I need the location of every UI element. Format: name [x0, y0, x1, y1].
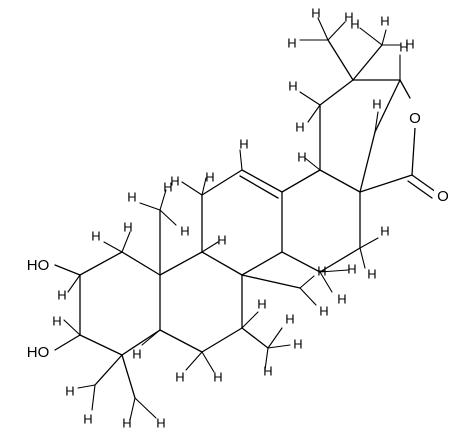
hydrogen-atom: H — [205, 169, 214, 184]
hydrogen-atom: H — [405, 36, 414, 51]
hydrogen-bond — [319, 269, 349, 273]
hydrogen-bond — [201, 241, 219, 253]
hydrogen-bond — [319, 271, 333, 293]
ring-oxygen: O — [406, 108, 424, 128]
hydrogen-atom: H — [295, 119, 304, 134]
hydrogen-bond — [121, 231, 131, 253]
hydrogen-bond — [159, 189, 167, 211]
hydrogen-bond — [299, 275, 315, 289]
hydrogen-bond — [359, 27, 383, 46]
hydrogen-atom: H — [337, 291, 346, 306]
hydrogen-atom: H — [123, 219, 132, 234]
hydrogen-atom: H — [156, 415, 165, 430]
hydrogen-bond — [63, 319, 81, 336]
hydrogen-atom: H — [288, 78, 297, 93]
hydrogen-bond — [159, 209, 177, 226]
hydrogen-atom: H — [287, 35, 296, 50]
hydrogen-bond — [304, 157, 321, 171]
hydrogen-bond — [67, 274, 81, 293]
ring-a-bonds — [79, 251, 161, 356]
hydrogen-atom: H — [311, 5, 320, 20]
hydrogen-bond — [239, 149, 243, 171]
hydrogen-bond — [307, 104, 321, 123]
ring-oxygen-label: O — [409, 110, 421, 127]
hydrogen-bond — [181, 181, 203, 196]
hydrogen-bond — [141, 329, 161, 346]
hydrogen-bond — [264, 347, 269, 371]
hydrogen-atom: H — [57, 287, 66, 302]
hydrogen-bond — [201, 351, 215, 373]
hydrogen-bond — [139, 202, 161, 211]
hydrogen-bonds — [63, 17, 401, 421]
hydrogen-bond — [381, 29, 387, 46]
hydrogen-atom: H — [170, 173, 179, 188]
hydrogen-atom: H — [132, 346, 141, 361]
hydrogen-bond — [185, 351, 203, 371]
hydroxyl-c2: HO — [22, 255, 54, 275]
hydrogen-atom: H — [347, 261, 356, 276]
hydrogen-atom: H — [399, 39, 408, 54]
hydrogen-bond — [299, 287, 317, 306]
hydrogen-bond — [299, 91, 321, 106]
methyl-bonds — [94, 209, 301, 399]
hydroxyl-bonds — [54, 264, 81, 351]
ring-c-bonds — [201, 169, 283, 276]
ring-b-bonds — [159, 251, 243, 353]
hydrogen-atom: H — [257, 296, 266, 311]
hydrogen-bond — [91, 384, 96, 411]
hydrogen-bond — [201, 177, 207, 196]
hydrogen-atom: H — [317, 263, 326, 278]
hydrogen-atom: H — [293, 336, 302, 351]
hydrogen-atom: H — [83, 411, 92, 426]
hydrogen-atom: H — [263, 363, 272, 378]
hydrogen-atom: H — [297, 149, 306, 164]
carbonyl-oxygen: O — [434, 186, 452, 206]
hydrogen-bond — [267, 327, 283, 349]
hydrogen-bond — [317, 17, 329, 41]
hydrogen-bond — [134, 397, 157, 419]
hydrogen-atom: H — [217, 232, 226, 247]
ring-e-bonds — [319, 39, 411, 193]
hydrogen-bond — [374, 111, 379, 133]
hydrogen-bond — [359, 237, 379, 249]
hydroxyl-c3: HO — [22, 342, 54, 362]
hydrogen-bond — [267, 344, 291, 349]
hydrogen-atom: H — [344, 9, 353, 24]
hydrogen-atom: H — [239, 136, 248, 151]
hydrogen-atom: H — [213, 369, 222, 384]
hydrogen-atom: H — [180, 223, 189, 238]
hydrogen-atom: H — [380, 223, 389, 238]
hydrogen-atom: H — [163, 179, 172, 194]
hydrogen-atom: H — [285, 311, 294, 326]
hydrogen-bond — [129, 397, 136, 421]
hydrogen-atom: H — [350, 16, 359, 31]
hydrogen-atom: H — [175, 369, 184, 384]
hydrogen-atom: H — [52, 313, 61, 328]
hydrogen-bond — [327, 21, 346, 41]
hydrogen-atom: H — [319, 303, 328, 318]
hydrogen-atom: H — [91, 228, 100, 243]
hydrogen-atom: H — [65, 383, 74, 398]
hydrogen-atom: H — [122, 415, 131, 430]
hydroxyl-c3-label: HO — [27, 344, 50, 361]
hydrogen-bond — [241, 311, 259, 329]
hydroxyl-c2-label: HO — [27, 257, 50, 274]
hydrogen-atom: H — [127, 189, 136, 204]
hydrogen-bond — [77, 384, 96, 389]
hydrogen-bond — [359, 247, 366, 269]
hydrogen-atom: H — [367, 266, 376, 281]
carbonyl-oxygen-label: O — [437, 188, 449, 205]
ring-d-bonds — [281, 169, 361, 273]
hydrogen-atom: H — [380, 13, 389, 28]
lactone-bonds — [359, 127, 437, 199]
hydrogen-bond — [103, 241, 123, 253]
hydrogen-atom: H — [372, 96, 381, 111]
